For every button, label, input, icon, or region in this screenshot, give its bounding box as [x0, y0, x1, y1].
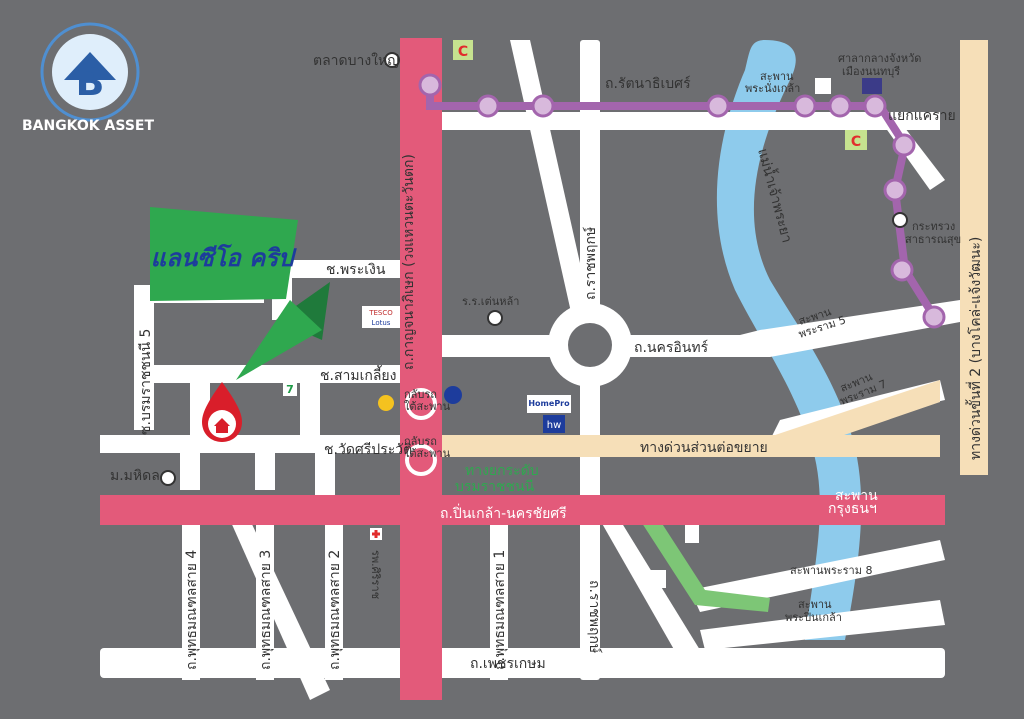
label-phutthamonthon-2: ถ.พุทธมณฑลสาย 2 — [327, 550, 343, 670]
label-elevated-2: บรมราชชนนี — [455, 479, 535, 495]
landmark-school-icon — [487, 310, 503, 326]
ptt-icon — [444, 386, 462, 404]
tesco-label: TESCO — [368, 309, 393, 317]
label-uturn-2: ใต้สะพาน — [404, 400, 451, 413]
label-phutthamonthon-3: ถ.พุทธมณฑลสาย 3 — [258, 550, 274, 670]
label-ministry-2: สาธารณสุข — [905, 233, 961, 246]
landmark-bangyai-icon — [384, 52, 400, 68]
label-phetkasem: ถ.เพชรเกษม — [470, 656, 546, 672]
uturn-icon-upper — [405, 388, 437, 420]
location-pin-icon[interactable] — [202, 382, 242, 442]
label-phutthamonthon-4: ถ.พุทธมณฑลสาย 4 — [184, 550, 200, 670]
bigc-top-icon — [453, 40, 473, 60]
tesco-icon — [362, 306, 400, 328]
label-phutthamonthon-1: ถ.พุทธมณฑลสาย 1 — [492, 550, 508, 670]
map-labels: ตลาดบางใหญ่ ถ.รัตนาธิเบศร์ สะพาน พระนั่ง… — [110, 52, 984, 672]
label-cityhall-2: เมืองนนทบุรี — [842, 65, 900, 78]
project-flag-pointer — [236, 300, 322, 380]
label-ministry-1: กระทรวง — [912, 220, 955, 233]
shell-icon — [378, 395, 394, 411]
label-elevated-1: ทางยกระดับ — [465, 463, 539, 479]
label-pinklao-road: ถ.ปิ่นเกล้า-นครชัยศรี — [440, 504, 567, 522]
roundabout-center — [568, 323, 612, 367]
expressway-ramp — [760, 380, 940, 457]
label-expressway-ext: ทางด่วนส่วนต่อขยาย — [640, 440, 768, 456]
project-flag — [150, 207, 298, 301]
cityhall-icon — [815, 78, 831, 94]
hospital-cross-icon — [372, 530, 380, 538]
label-ratchaphruek-top: ถ.ราชพฤกษ์ — [582, 226, 599, 300]
label-bridge-nonthaburi-2: พระนั่งเกล้า — [745, 80, 800, 95]
hw-label: hw — [547, 420, 562, 431]
label-watsriprawat: ช.วัดศรีประวัติ — [324, 442, 412, 458]
homepro-label: HomePro — [528, 399, 570, 408]
landmark-ministry-icon — [892, 212, 908, 228]
label-uturn-3: กลับรถ — [404, 435, 437, 448]
building-icon — [685, 525, 699, 543]
seven-eleven-label: 7 — [286, 383, 294, 396]
label-rattanathibet: ถ.รัตนาธิเบศร์ — [605, 75, 691, 92]
bigc-right-icon — [845, 130, 867, 150]
lotus-label: Lotus — [372, 319, 391, 327]
label-uturn-4: ใต้สะพาน — [404, 447, 451, 460]
label-samklieng: ช.สามเกลี้ยง — [320, 365, 396, 384]
label-bridge-krungthon-2: กรุงธนฯ — [828, 501, 877, 517]
label-uturn-1: กลับรถ — [404, 388, 437, 401]
bigc-top-label: C — [458, 44, 468, 60]
uturn-icon-lower — [405, 444, 437, 476]
label-bridge-r8: สะพานพระราม 8 — [790, 564, 872, 577]
label-rr-tenla: ร.ร.เต่นหล้า — [462, 295, 519, 308]
label-bridge-krungthon-1: สะพาน — [835, 488, 878, 504]
elevated-route — [350, 505, 770, 612]
label-ratchaphruek-bottom: ถ.ราชพฤกษ์ — [586, 580, 603, 654]
label-nakhon-in: ถ.นครอินทร์ — [634, 339, 709, 356]
label-khaerai: แยกแคราย — [888, 108, 956, 124]
brand-logo-letter: B — [76, 60, 105, 104]
brand-logo: B — [40, 22, 140, 122]
label-bridge-pinklao-2: พระปิ่นเกล้า — [785, 609, 842, 624]
brand-name: BANGKOK ASSET — [22, 118, 154, 134]
label-bridge-pinklao-1: สะพาน — [798, 598, 832, 611]
landmark-mahidol-icon — [160, 470, 176, 486]
label-kanchanaphisek-soi: ซ.บรมราชชนนี 5 — [138, 329, 154, 435]
landmarks: C C TESCO Lotus 7 HomePro hw — [160, 40, 908, 588]
label-phraphin: ช.พระเงิน — [326, 262, 386, 278]
purple-line-stations — [418, 73, 946, 329]
label-kanchanaphisek: ถ.กาญจนาภิเษก (วงแหวนตะวันตก) — [401, 154, 417, 370]
project-name: แลนซีโอ คริป — [151, 243, 297, 272]
central-icon — [648, 570, 666, 588]
seven-eleven-icon — [283, 380, 297, 396]
label-hospital: รพ.ศิริราช — [369, 550, 382, 599]
bigc-right-label: C — [851, 134, 861, 150]
hw-icon — [543, 415, 565, 433]
label-mahidol: ม.มหิดล — [110, 468, 160, 484]
label-talad-bangyai: ตลาดบางใหญ่ — [313, 52, 399, 69]
label-expressway-2: ทางด่วนขั้นที่ 2 (บางโคล่-แจ้งวัฒนะ) — [965, 237, 984, 460]
expressway-2 — [960, 40, 988, 475]
road-pinklao — [100, 495, 945, 525]
label-cityhall-1: ศาลากลางจังหวัด — [838, 52, 921, 65]
label-bridge-nonthaburi-1: สะพาน — [760, 70, 794, 83]
mall-icon — [862, 78, 882, 94]
homepro-icon — [527, 395, 571, 413]
road-kanchanaphisek — [400, 38, 442, 700]
